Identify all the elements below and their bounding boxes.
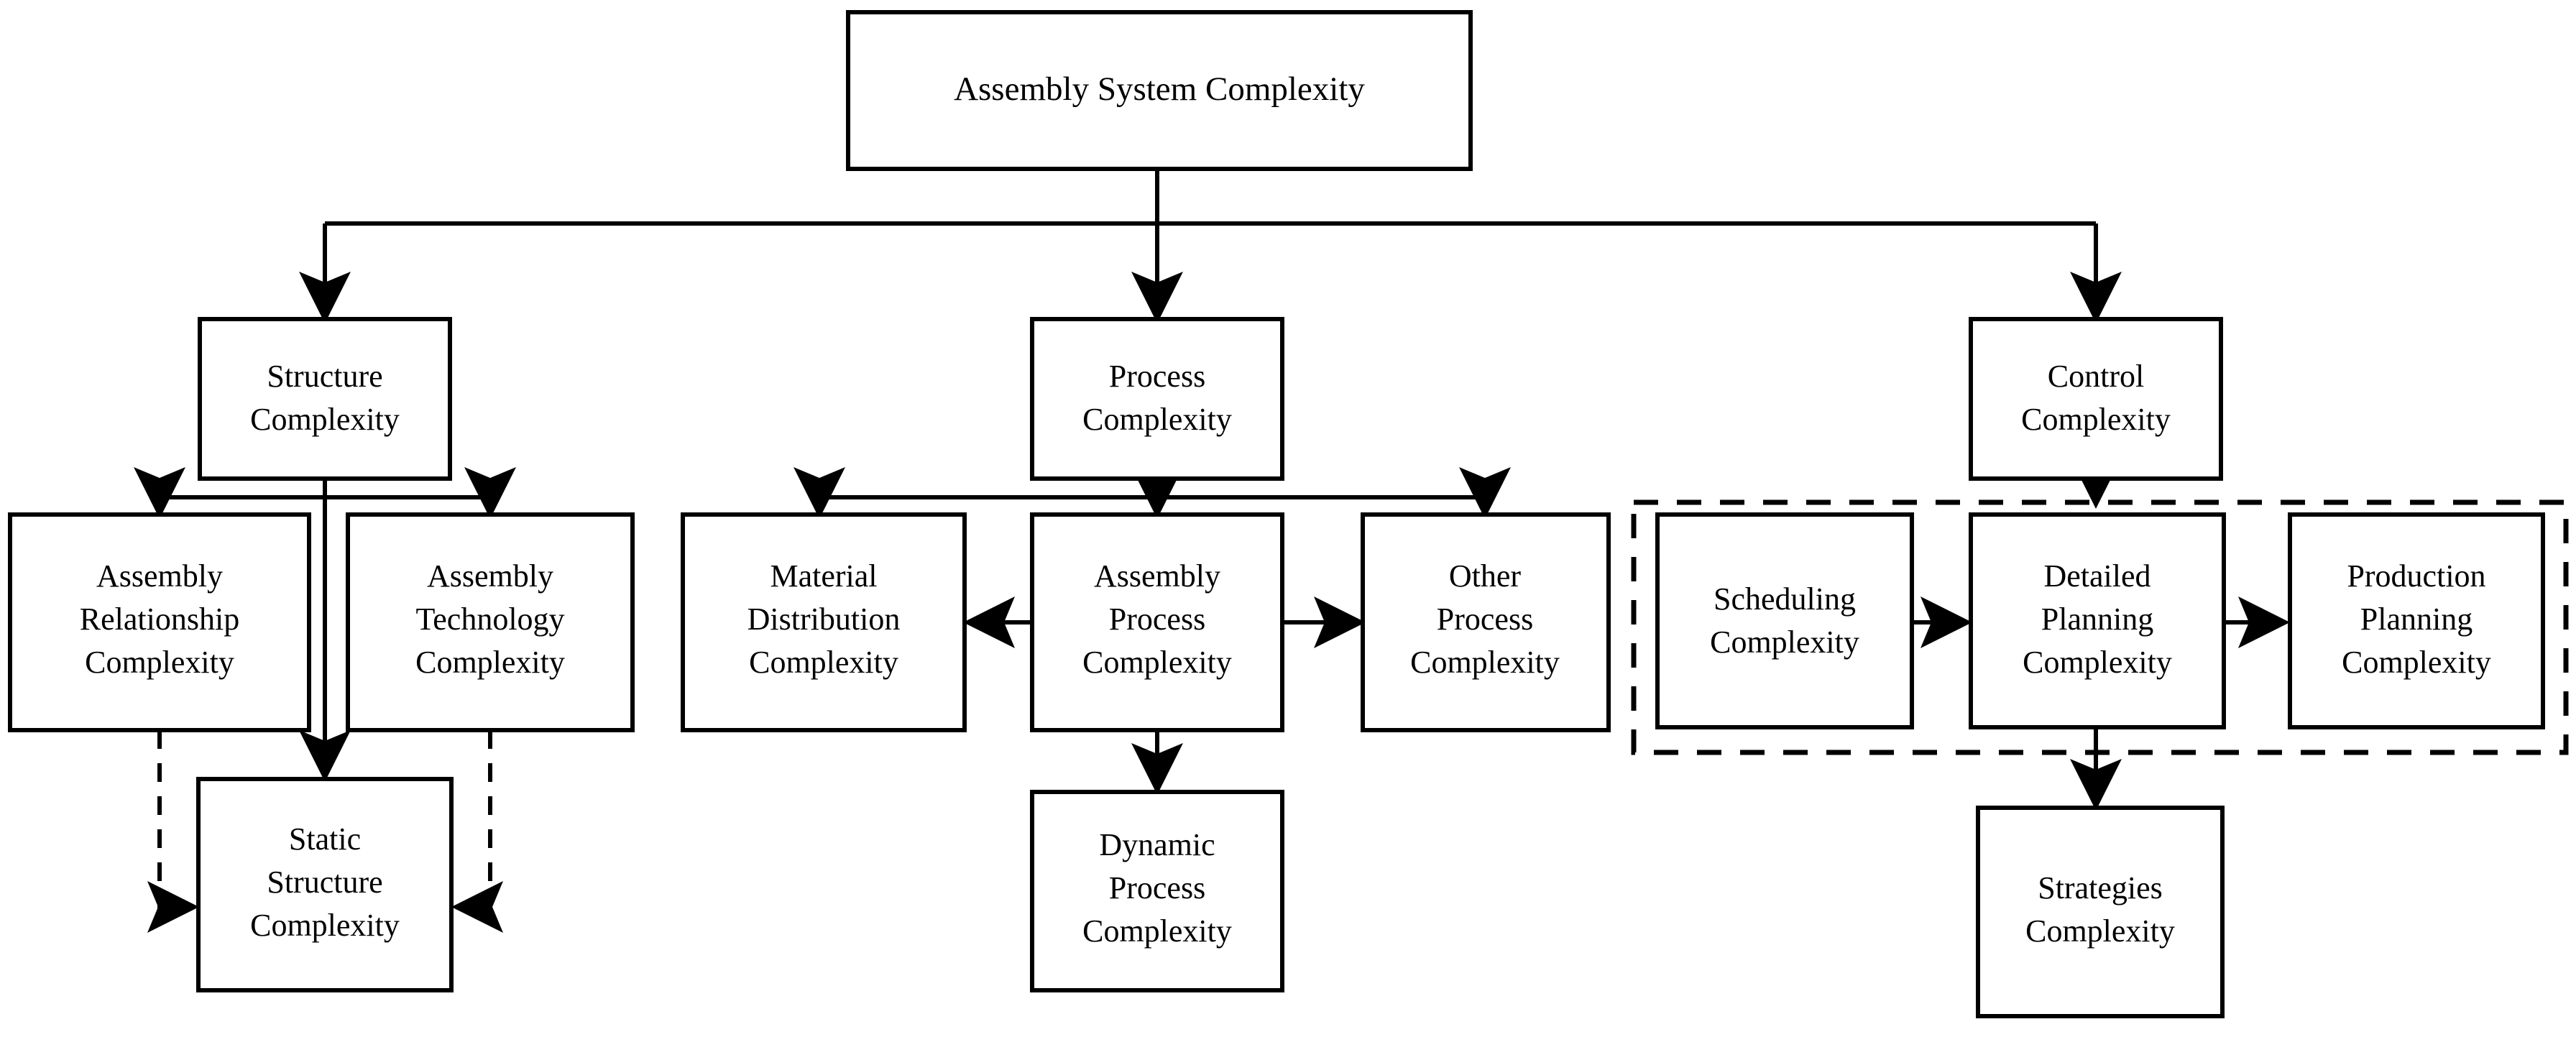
node-strategies-complexity[interactable]: Strategies Complexity bbox=[1976, 806, 2225, 1018]
node-process-complexity[interactable]: Process Complexity bbox=[1030, 317, 1284, 481]
node-box[interactable] bbox=[1976, 806, 2225, 1018]
node-structure-complexity[interactable]: Structure Complexity bbox=[198, 317, 452, 481]
node-label-production-planning-line-2: Planning bbox=[2360, 602, 2472, 637]
node-label-assembly-relationship-line-2: Relationship bbox=[80, 602, 239, 637]
node-box[interactable] bbox=[846, 10, 1473, 171]
node-dynamic-process-complexity[interactable]: Dynamic Process Complexity bbox=[1030, 790, 1284, 992]
node-label-detailed-planning-line-2: Planning bbox=[2041, 602, 2153, 637]
node-control-complexity[interactable]: Control Complexity bbox=[1969, 317, 2223, 481]
node-box[interactable] bbox=[196, 777, 454, 992]
node-label-other-process-line-2: Process bbox=[1437, 602, 1533, 637]
node-label-static-structure-line-3: Complexity bbox=[250, 908, 400, 943]
node-box[interactable] bbox=[1655, 512, 1914, 729]
node-label-static-structure-line-1: Static bbox=[289, 821, 361, 857]
node-assembly-process-complexity[interactable]: Assembly Process Complexity bbox=[1030, 512, 1284, 732]
node-label-structure-complexity-line-1: Structure bbox=[267, 359, 382, 394]
node-label-assembly-system-complexity: Assembly System Complexity bbox=[954, 70, 1365, 108]
node-box[interactable] bbox=[1030, 512, 1284, 732]
node-label-process-complexity-line-2: Complexity bbox=[1082, 402, 1232, 437]
connector-layer bbox=[134, 169, 2290, 933]
node-label-control-complexity-line-2: Complexity bbox=[2021, 402, 2171, 437]
node-box[interactable] bbox=[1969, 317, 2223, 481]
node-label-dynamic-process-line-1: Dynamic bbox=[1099, 827, 1215, 862]
node-label-assembly-relationship-line-1: Assembly bbox=[96, 558, 223, 594]
node-detailed-planning-complexity[interactable]: Detailed Planning Complexity bbox=[1969, 512, 2226, 729]
node-box[interactable] bbox=[346, 512, 635, 732]
node-assembly-relationship-complexity[interactable]: Assembly Relationship Complexity bbox=[8, 512, 311, 732]
node-label-control-complexity-line-1: Control bbox=[2048, 359, 2144, 394]
node-label-assembly-technology-line-1: Assembly bbox=[427, 558, 553, 594]
node-label-assembly-process-line-1: Assembly bbox=[1094, 558, 1220, 594]
node-box[interactable] bbox=[198, 317, 452, 481]
node-label-other-process-line-1: Other bbox=[1449, 558, 1522, 594]
node-box[interactable] bbox=[2288, 512, 2545, 729]
node-label-other-process-line-3: Complexity bbox=[1410, 645, 1560, 680]
node-scheduling-complexity[interactable]: Scheduling Complexity bbox=[1655, 512, 1914, 729]
node-label-static-structure-line-2: Structure bbox=[267, 865, 382, 900]
node-static-structure-complexity[interactable]: Static Structure Complexity bbox=[196, 777, 454, 992]
node-assembly-technology-complexity[interactable]: Assembly Technology Complexity bbox=[346, 512, 635, 732]
node-production-planning-complexity[interactable]: Production Planning Complexity bbox=[2288, 512, 2545, 729]
node-label-assembly-technology-line-2: Technology bbox=[415, 602, 564, 637]
node-box[interactable] bbox=[8, 512, 311, 732]
node-label-assembly-process-line-2: Process bbox=[1109, 602, 1205, 637]
node-label-structure-complexity-line-2: Complexity bbox=[250, 402, 400, 437]
node-label-material-distribution-line-1: Material bbox=[770, 558, 877, 594]
node-label-detailed-planning-line-3: Complexity bbox=[2023, 645, 2172, 680]
node-material-distribution-complexity[interactable]: Material Distribution Complexity bbox=[681, 512, 967, 732]
node-label-process-complexity-line-1: Process bbox=[1109, 359, 1205, 394]
node-label-assembly-process-line-3: Complexity bbox=[1082, 645, 1232, 680]
node-label-production-planning-line-1: Production bbox=[2347, 558, 2485, 594]
control-planning-group-box bbox=[1631, 499, 2569, 755]
node-label-assembly-technology-line-3: Complexity bbox=[415, 645, 565, 680]
node-box[interactable] bbox=[1361, 512, 1611, 732]
node-label-dynamic-process-line-2: Process bbox=[1109, 870, 1205, 905]
node-label-dynamic-process-line-3: Complexity bbox=[1082, 913, 1232, 949]
node-other-process-complexity[interactable]: Other Process Complexity bbox=[1361, 512, 1611, 732]
node-box[interactable] bbox=[1030, 790, 1284, 992]
node-box[interactable] bbox=[1030, 317, 1284, 481]
node-label-scheduling-line-1: Scheduling bbox=[1714, 581, 1856, 617]
edge-assembly-technology-to-static-dashed bbox=[451, 730, 503, 933]
node-label-production-planning-line-3: Complexity bbox=[2342, 645, 2491, 680]
node-box[interactable] bbox=[681, 512, 967, 732]
node-label-strategies-line-1: Strategies bbox=[2038, 870, 2163, 905]
edge-assembly-relationship-to-static-dashed bbox=[147, 730, 199, 933]
node-assembly-system-complexity[interactable]: Assembly System Complexity bbox=[846, 10, 1473, 171]
node-label-material-distribution-line-3: Complexity bbox=[749, 645, 898, 680]
node-box[interactable] bbox=[1969, 512, 2226, 729]
node-label-scheduling-line-2: Complexity bbox=[1710, 624, 1859, 660]
node-label-strategies-line-2: Complexity bbox=[2025, 913, 2175, 949]
node-label-material-distribution-line-2: Distribution bbox=[748, 602, 901, 637]
node-label-detailed-planning-line-1: Detailed bbox=[2043, 558, 2150, 594]
node-label-assembly-relationship-line-3: Complexity bbox=[85, 645, 234, 680]
